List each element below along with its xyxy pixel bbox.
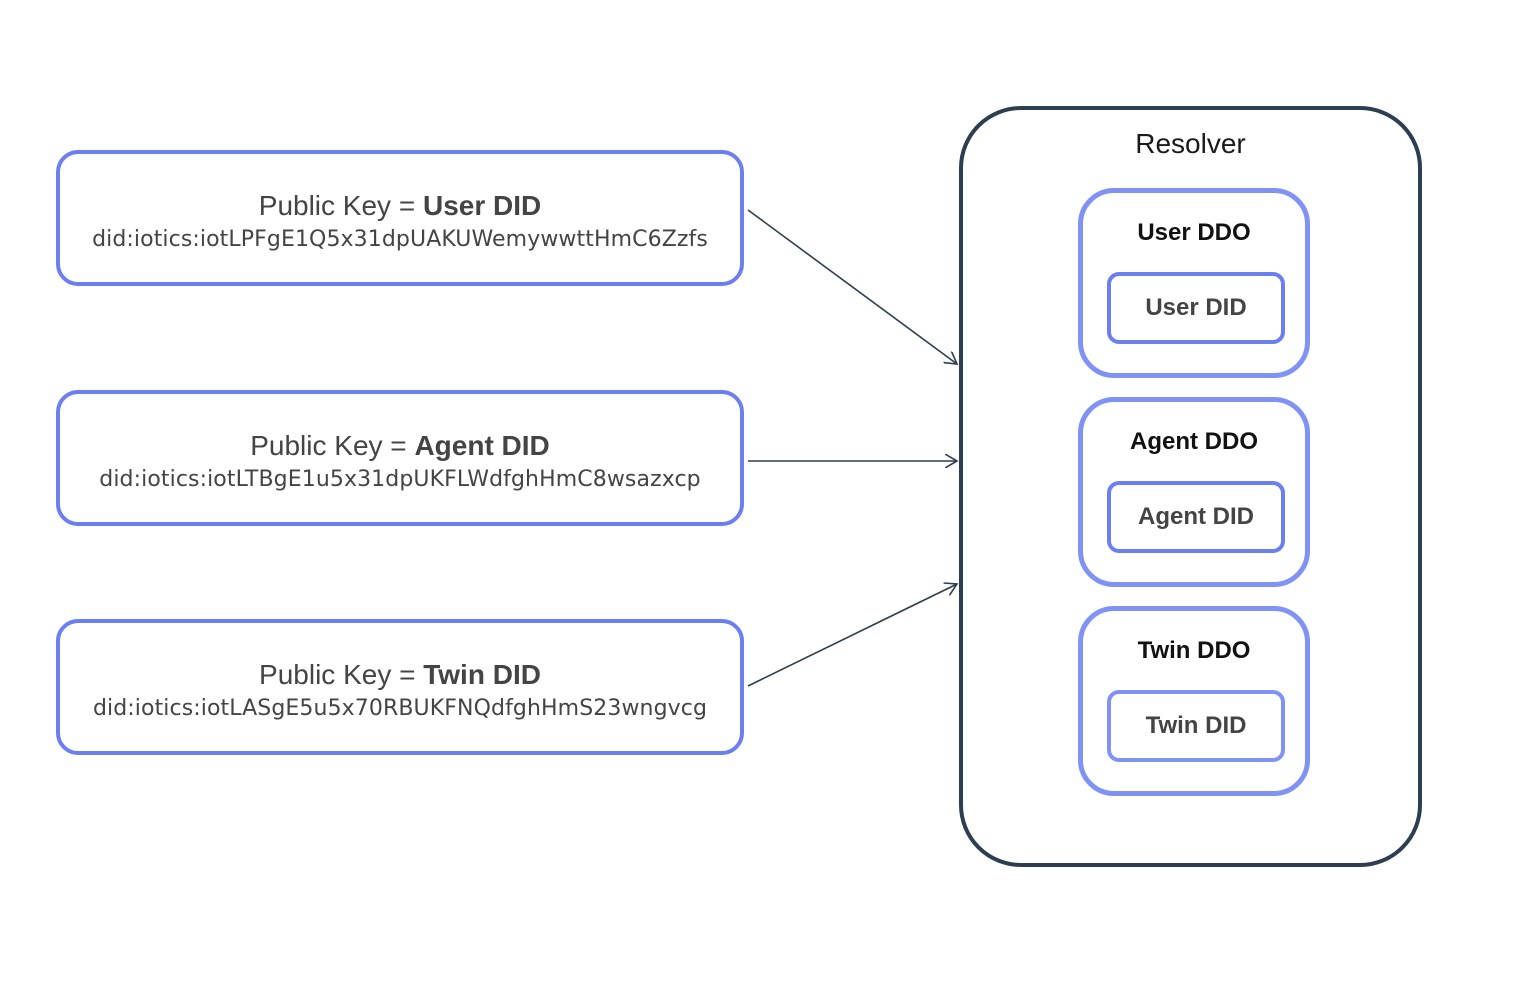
agent-ddo-did: Agent DID bbox=[1107, 481, 1285, 553]
twin-public-key-title: Public Key = Twin DID bbox=[60, 659, 740, 691]
user-did-label: User DID bbox=[422, 190, 542, 221]
arrow-user-to-resolver bbox=[747, 209, 957, 364]
agent-ddo-title: Agent DDO bbox=[1130, 428, 1258, 455]
user-public-key-box: Public Key = User DID did:iotics:iotLPFg… bbox=[56, 150, 744, 286]
public-key-label: Public Key = bbox=[258, 190, 423, 221]
resolver-container: Resolver User DDO User DID Agent DDO Age… bbox=[959, 106, 1422, 867]
agent-did-value: did:iotics:iotLTBgE1u5x31dpUKFLWdfghHmC8… bbox=[99, 467, 701, 492]
arrow-twin-to-resolver bbox=[747, 584, 957, 687]
twin-ddo-did: Twin DID bbox=[1107, 690, 1285, 762]
user-ddo: User DDO User DID bbox=[1078, 188, 1310, 378]
user-ddo-title: User DDO bbox=[1137, 219, 1251, 246]
agent-did-label: Agent DID bbox=[414, 430, 550, 461]
agent-public-key-box: Public Key = Agent DID did:iotics:iotLTB… bbox=[56, 390, 744, 526]
twin-did-label: Twin DID bbox=[423, 659, 541, 690]
resolver-title: Resolver bbox=[1135, 128, 1246, 159]
user-public-key-title: Public Key = User DID bbox=[60, 190, 740, 222]
agent-ddo: Agent DDO Agent DID bbox=[1078, 397, 1310, 587]
public-key-label: Public Key = bbox=[250, 430, 415, 461]
twin-did-value: did:iotics:iotLASgE5u5x70RBUKFNQdfghHmS2… bbox=[92, 696, 708, 721]
twin-ddo-title: Twin DDO bbox=[1137, 637, 1251, 664]
user-did-value: did:iotics:iotLPFgE1Q5x31dpUAKUWemywwttH… bbox=[92, 227, 708, 252]
public-key-label: Public Key = bbox=[259, 659, 424, 690]
twin-public-key-box: Public Key = Twin DID did:iotics:iotLASg… bbox=[56, 619, 744, 755]
agent-public-key-title: Public Key = Agent DID bbox=[60, 430, 740, 462]
user-ddo-did: User DID bbox=[1107, 272, 1285, 344]
twin-ddo: Twin DDO Twin DID bbox=[1078, 606, 1310, 796]
